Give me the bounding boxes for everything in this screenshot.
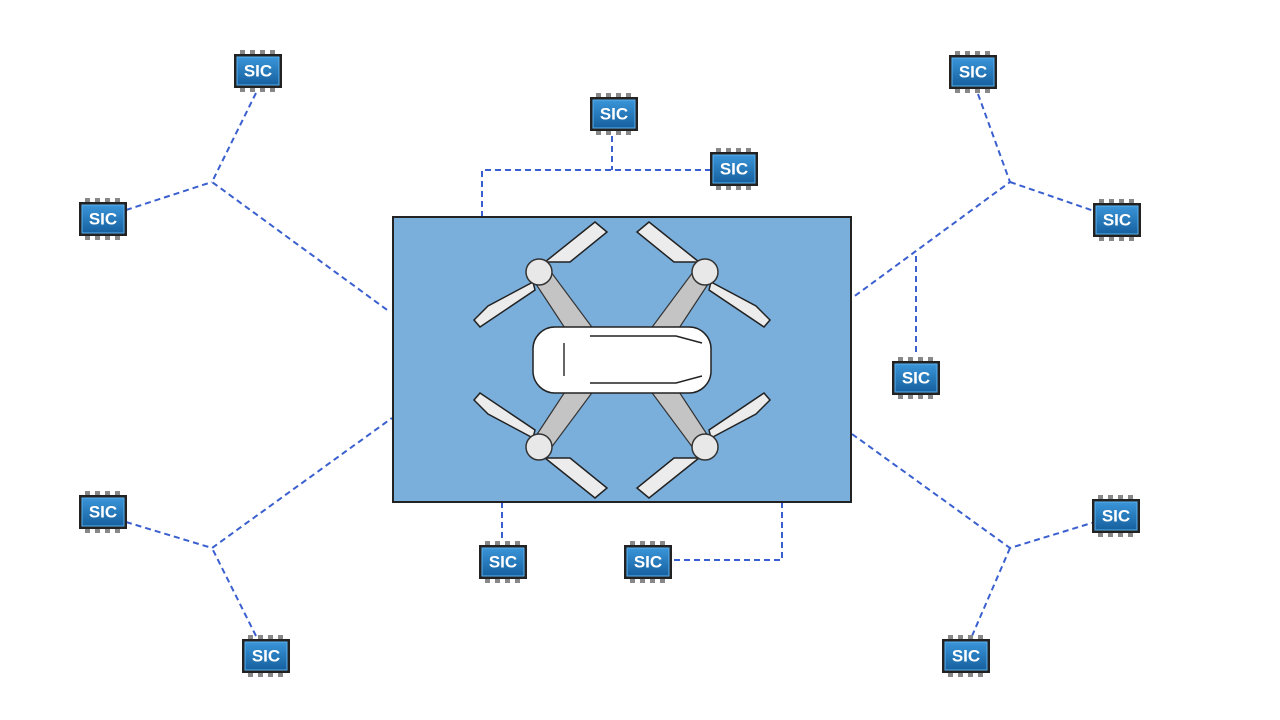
sic-chip: SIC: [941, 634, 991, 678]
svg-text:SIC: SIC: [952, 647, 980, 666]
sic-chip: SIC: [948, 50, 998, 94]
sic-chip: SIC: [623, 540, 673, 584]
svg-text:SIC: SIC: [1102, 507, 1130, 526]
sic-chip: SIC: [78, 490, 128, 534]
svg-text:SIC: SIC: [244, 62, 272, 81]
link-bottom-right-branch: [971, 547, 1011, 637]
link-bottom-left-branch: [211, 547, 257, 637]
drone-icon: [472, 221, 772, 499]
svg-text:SIC: SIC: [902, 369, 930, 388]
link-top: [481, 169, 712, 217]
svg-text:SIC: SIC: [959, 63, 987, 82]
sic-chip: SIC: [478, 540, 528, 584]
connection-links: [125, 92, 1098, 637]
link-top-left: [210, 92, 391, 313]
sic-chip: SIC: [891, 356, 941, 400]
svg-text:SIC: SIC: [252, 647, 280, 666]
sic-chip: SIC: [709, 147, 759, 191]
sic-chip: SIC: [78, 197, 128, 241]
link-bottom-right: [851, 433, 1096, 550]
svg-text:SIC: SIC: [89, 210, 117, 229]
link-top-right: [851, 93, 1012, 299]
sic-chip: SIC: [1092, 198, 1142, 242]
svg-text:SIC: SIC: [720, 160, 748, 179]
link-top-left-branch: [125, 181, 213, 211]
svg-text:SIC: SIC: [600, 105, 628, 124]
svg-text:SIC: SIC: [634, 553, 662, 572]
sic-chip: SIC: [241, 634, 291, 678]
sic-chip: SIC: [1091, 494, 1141, 538]
sic-chip: SIC: [233, 49, 283, 93]
link-top-right-branch: [1009, 181, 1098, 213]
svg-text:SIC: SIC: [489, 553, 517, 572]
link-bottom-right-center: [672, 502, 783, 561]
svg-text:SIC: SIC: [89, 503, 117, 522]
svg-text:SIC: SIC: [1103, 211, 1131, 230]
sic-chip: SIC: [589, 92, 639, 136]
link-bottom-left: [125, 417, 393, 550]
